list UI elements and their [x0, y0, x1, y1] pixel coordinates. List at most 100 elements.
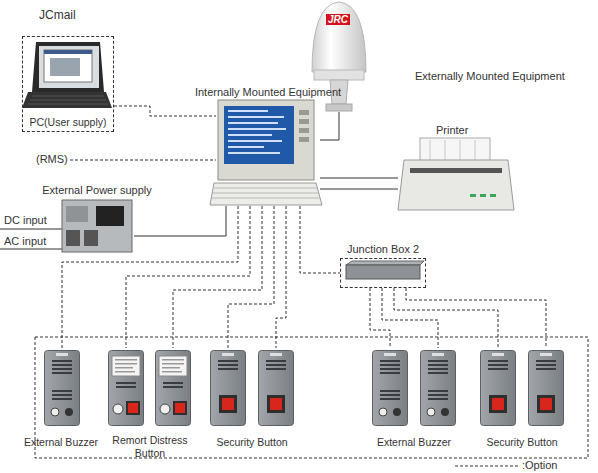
node-label: Remort Distress Button — [110, 434, 190, 460]
art-part — [44, 50, 92, 54]
node-label: Internally Mounted Equipment — [195, 86, 341, 99]
art-part — [420, 138, 490, 162]
art-part — [228, 128, 286, 130]
rms-wire — [70, 160, 216, 161]
art-part — [312, 2, 366, 72]
art-part — [32, 96, 104, 97]
option-cable — [114, 106, 216, 116]
option-cable — [62, 206, 238, 348]
art-part — [218, 100, 314, 180]
art-part — [156, 351, 191, 426]
junction-box-illustration — [346, 261, 424, 279]
terminal-unit: Internally Mounted Equipment — [216, 86, 320, 206]
art-part — [224, 106, 294, 164]
art-part — [228, 134, 272, 136]
printer-illustration — [398, 138, 514, 210]
art-part — [0, 229, 62, 230]
laptop-illustration — [22, 42, 112, 108]
distress-button-group: Remort Distress Button — [104, 348, 196, 456]
art-part — [96, 206, 124, 226]
art-part — [44, 50, 92, 82]
art-part — [210, 183, 322, 205]
art-part — [299, 137, 309, 142]
node-label: External Power supply — [42, 184, 151, 197]
art-part — [211, 351, 246, 426]
option-cable — [382, 288, 438, 348]
buzzer-group: External Buzzer — [368, 348, 460, 452]
art-part — [299, 110, 309, 142]
power-supply-illustration — [0, 200, 132, 252]
art-part — [22, 92, 112, 108]
art-part — [213, 193, 318, 194]
art-part — [299, 110, 309, 115]
art-part — [212, 198, 320, 199]
option-cable — [370, 288, 390, 348]
node-label: Junction Box 2 — [347, 243, 419, 256]
node-label: Security Button — [486, 436, 557, 449]
art-part — [480, 194, 486, 197]
art-part — [50, 58, 80, 76]
option-cable — [276, 206, 286, 348]
brand-logo: JRC — [326, 14, 350, 25]
option-devices — [45, 351, 564, 426]
cable — [320, 112, 339, 140]
art-part — [430, 140, 431, 160]
art-part — [228, 110, 268, 112]
art-part — [259, 351, 294, 426]
node-label: External Buzzer — [24, 436, 98, 449]
input-label: AC input — [4, 235, 46, 248]
input-label: DC input — [4, 214, 47, 227]
art-part — [228, 122, 278, 124]
cable — [134, 206, 226, 236]
art-part — [346, 261, 424, 265]
security-button-group: Security Button — [206, 348, 298, 452]
node-label: External Buzzer — [377, 436, 451, 449]
art-part — [66, 230, 80, 246]
art-part — [62, 200, 132, 252]
art-part — [410, 168, 502, 173]
pc-group: JCmailPC(User supply) — [22, 36, 114, 132]
art-part — [490, 194, 496, 197]
art-part — [373, 351, 408, 426]
junction-box: Junction Box 2 — [340, 258, 426, 288]
legend-text: :Option — [522, 459, 557, 472]
art-part — [84, 230, 98, 246]
art-part — [66, 206, 88, 222]
buzzer-group: External Buzzer — [36, 348, 86, 452]
security-button-group: Security Button — [476, 348, 568, 452]
option-cable — [394, 288, 498, 348]
port-label: (RMS) — [36, 153, 68, 166]
art-part — [0, 249, 62, 250]
node-label: Security Button — [216, 436, 287, 449]
art-part — [470, 194, 476, 197]
art-part — [212, 188, 320, 198]
cable — [320, 178, 398, 179]
cable — [320, 189, 398, 190]
art-part — [109, 351, 144, 426]
art-part — [28, 96, 108, 104]
art-part — [299, 128, 309, 133]
terminal-illustration — [210, 100, 322, 205]
art-part — [214, 188, 317, 189]
art-part — [45, 351, 80, 426]
art-part — [326, 104, 352, 111]
art-part — [228, 116, 284, 118]
art-part — [299, 119, 309, 124]
option-cable — [173, 206, 262, 348]
power-supply-unit: External Power supply — [60, 184, 134, 254]
printer-unit: Printer — [398, 124, 514, 216]
art-part — [32, 42, 104, 92]
node-sublabel: PC(User supply) — [29, 116, 106, 129]
node-label: Externally Mounted Equipment — [415, 70, 565, 83]
node-label: Printer — [436, 124, 468, 137]
option-cable — [300, 206, 340, 273]
art-part — [39, 46, 99, 88]
art-part — [398, 160, 514, 210]
art-part — [228, 110, 286, 154]
art-part — [421, 351, 456, 426]
art-part — [30, 100, 106, 101]
art-part — [475, 140, 476, 160]
legend-sample — [455, 466, 520, 467]
